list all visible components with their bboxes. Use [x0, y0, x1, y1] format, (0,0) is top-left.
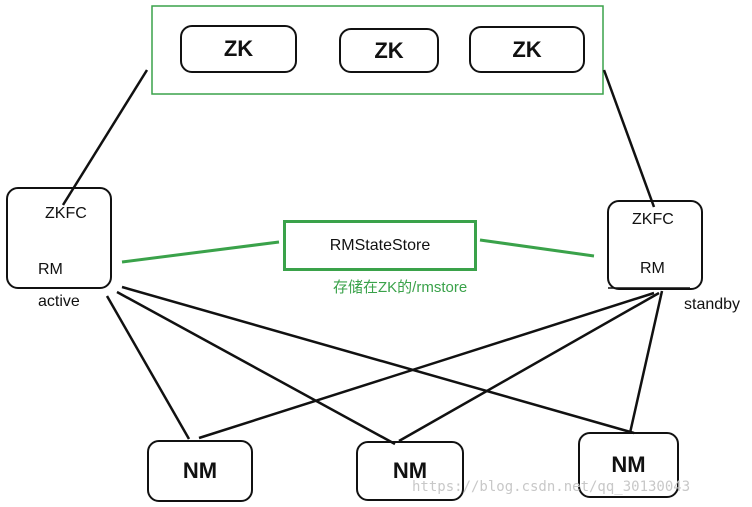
active-state-label: active — [38, 293, 80, 310]
standby-zkfc-label: ZKFC — [632, 211, 674, 228]
zk-node-2: ZK — [339, 28, 439, 73]
standby-rm-to-nm3-line — [628, 290, 664, 434]
rm-state-store-box: RMStateStore — [283, 220, 477, 271]
standby-rm-to-nm1-line — [198, 291, 655, 440]
node-manager-2: NM — [356, 441, 464, 501]
zk-to-left-zkfc-line — [61, 69, 149, 206]
standby-rm-to-nm2-line — [398, 291, 660, 443]
active-rm-label: RM — [38, 261, 63, 278]
active-rm-to-nm3-line — [121, 285, 635, 435]
standby-rm-box — [607, 200, 703, 290]
zk-cluster-border — [151, 5, 604, 95]
zk-to-right-zkfc-line — [602, 69, 656, 208]
zk-node-1: ZK — [180, 25, 297, 73]
node-manager-3: NM — [578, 432, 679, 498]
node-manager-1: NM — [147, 440, 253, 502]
standby-rm-label: RM — [640, 260, 665, 277]
active-rm-to-nm1-line — [105, 295, 191, 440]
source-watermark: https://blog.csdn.net/qq_30130043 — [412, 479, 691, 495]
standby-state-label: standby — [684, 296, 741, 313]
active-zkfc-label: ZKFC — [45, 205, 87, 222]
rm-store-caption: 存储在ZK的/rmstore — [333, 279, 468, 296]
active-rm-box — [6, 187, 112, 289]
right-rm-to-store-line — [479, 238, 595, 258]
active-rm-to-nm2-line — [116, 290, 396, 446]
zk-node-3: ZK — [469, 26, 585, 73]
left-rm-to-store-line — [121, 240, 280, 264]
